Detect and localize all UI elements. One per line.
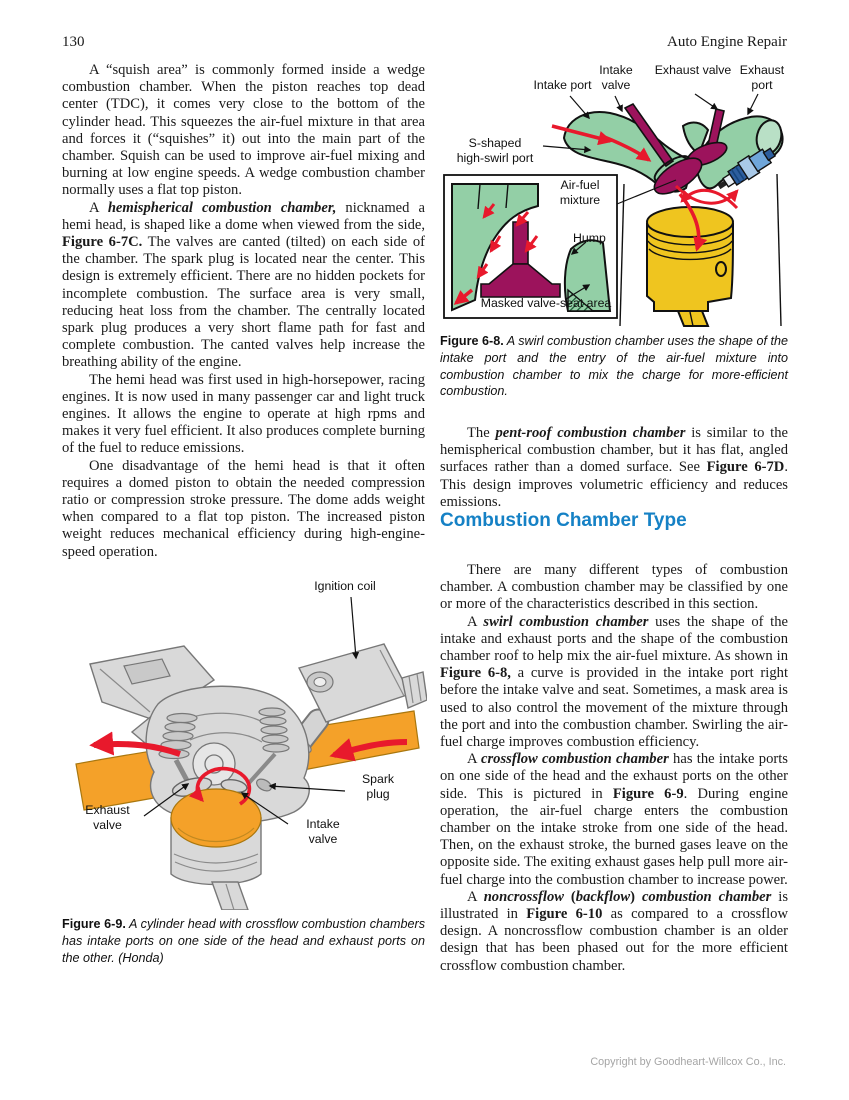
label-exhaust-valve: Exhaust valve: [654, 63, 732, 77]
cylinder-wall-right: [776, 173, 782, 327]
figure-6-8-art: [443, 93, 784, 327]
inset-flow-arrows: [453, 203, 539, 305]
running-head: 130 Auto Engine Repair: [62, 34, 787, 51]
spark-plug-shape: [717, 147, 777, 190]
paragraph-crossflow-chamber: A crossflow combustion chamber has the i…: [440, 751, 788, 888]
footer-copyright: Copyright by Goodheart-Willcox Co., Inc.: [590, 1056, 786, 1068]
airflow-arrows: [551, 124, 739, 252]
inset-detail-box: [443, 174, 618, 319]
exhaust-flow-arrow: [89, 731, 181, 757]
label-intake-valve: Intake valve: [599, 63, 633, 92]
ignition-coil-leader: [350, 596, 360, 660]
intake-flow-arrow: [329, 738, 408, 762]
figure-6-9-art: [75, 596, 427, 910]
label-ignition-coil: Ignition coil: [314, 579, 376, 593]
label-leaders: [542, 93, 759, 300]
intake-valve-shape: [623, 102, 703, 195]
label-s-shaped-port: S-shaped high-swirl port: [456, 136, 534, 165]
label-exhaust-valve: Exhaust valve: [85, 803, 130, 832]
right-column-text: The pent-roof combustion chamber is simi…: [440, 425, 788, 975]
figure-6-9-caption: Figure 6-9. A cylinder head with crossfl…: [62, 917, 425, 965]
figure-6-9: Ignition coil Spark plug Exhaust valve I…: [62, 572, 427, 912]
combustion-chamber-shape: [170, 788, 262, 848]
inset-port-wall-shape: [451, 183, 539, 312]
heading-spacer: [440, 511, 788, 562]
paragraph-hemi-history: The hemi head was first used in high-hor…: [62, 371, 425, 457]
label-spark-plug: Spark plug: [361, 772, 395, 801]
exhaust-valve-leader: [143, 783, 190, 817]
cylinder-wall-left: [619, 183, 625, 327]
figure-6-8-caption: Figure 6-8. A swirl combustion chamber u…: [440, 334, 788, 399]
paragraph-pent-roof: The pent-roof combustion chamber is simi…: [440, 425, 789, 510]
label-masked-valve-seat: Masked valve-seat area: [480, 296, 612, 310]
section-heading-combustion-chamber-type: Combustion Chamber Type: [440, 510, 687, 531]
figure-6-8: Intake port Intake valve Exhaust valve E…: [440, 58, 800, 328]
label-hump: Hump: [573, 231, 606, 245]
paragraph-noncrossflow-chamber: A noncrossflow (backflow) combustion cha…: [440, 888, 789, 974]
running-title: Auto Engine Repair: [667, 34, 787, 50]
intake-valve-leader: [240, 792, 289, 825]
paragraph-hemi-disadvantage: One disadvantage of the hemi head is tha…: [62, 457, 425, 560]
paragraph-chamber-types-intro: There are many different types of combus…: [440, 562, 788, 613]
label-intake-valve: Intake valve: [306, 817, 340, 846]
label-exhaust-port: Exhaust port: [739, 63, 785, 92]
label-air-fuel-mixture: Air-fuel mixture: [559, 178, 601, 207]
masked-seat-shape: [567, 288, 595, 312]
piston-shape: [646, 206, 735, 327]
paragraph-squish-area: A “squish area” is commonly formed insid…: [62, 62, 425, 199]
spark-plug-leader: [268, 782, 346, 792]
piston-shape: [170, 788, 262, 910]
paragraph-hemispherical-chamber: A hemispherical combustion chamber, nick…: [62, 199, 425, 371]
paragraph-swirl-chamber: A swirl combustion chamber uses the shap…: [440, 613, 788, 751]
inset-valve-shape: [480, 221, 561, 298]
label-intake-port: Intake port: [533, 78, 592, 92]
left-column-text: A “squish area” is commonly formed insid…: [62, 62, 425, 561]
page-number: 130: [62, 34, 85, 50]
